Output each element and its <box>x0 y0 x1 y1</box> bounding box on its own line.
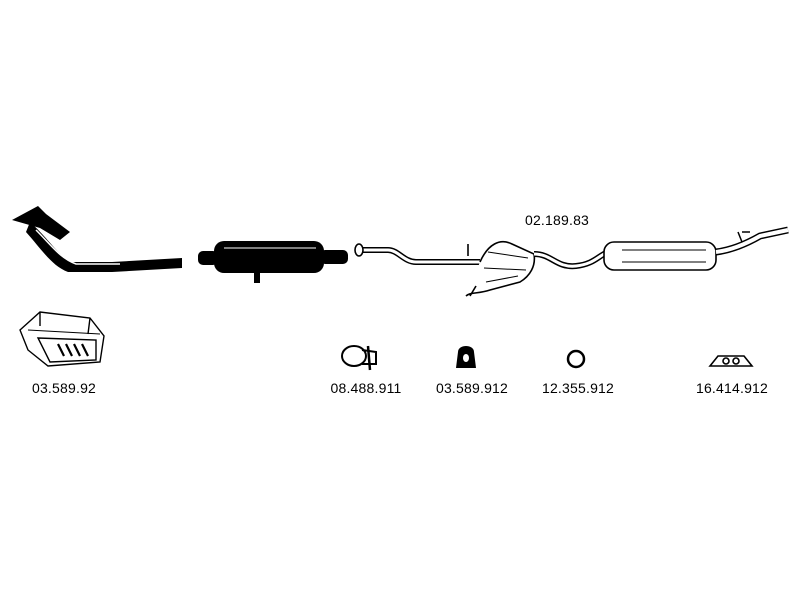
part-code-ring: 12.355.912 <box>541 380 615 396</box>
mounting-kit-box-icon <box>19 311 105 367</box>
front-downpipe <box>12 206 182 272</box>
part-code-hanger: 03.589.912 <box>435 380 509 396</box>
main-part-code: 02.189.83 <box>524 212 590 228</box>
pipe-clamp-icon <box>341 345 377 371</box>
part-code-clamp: 08.488.911 <box>330 380 402 396</box>
front-silencer <box>198 241 348 283</box>
exhaust-gasket-icon <box>708 355 754 367</box>
rear-exhaust-assembly <box>354 226 789 297</box>
sealing-ring-icon <box>566 349 586 369</box>
part-code-mounting-kit: 03.589.92 <box>31 380 97 396</box>
part-code-gasket: 16.414.912 <box>695 380 769 396</box>
rubber-hanger-icon <box>456 346 476 368</box>
